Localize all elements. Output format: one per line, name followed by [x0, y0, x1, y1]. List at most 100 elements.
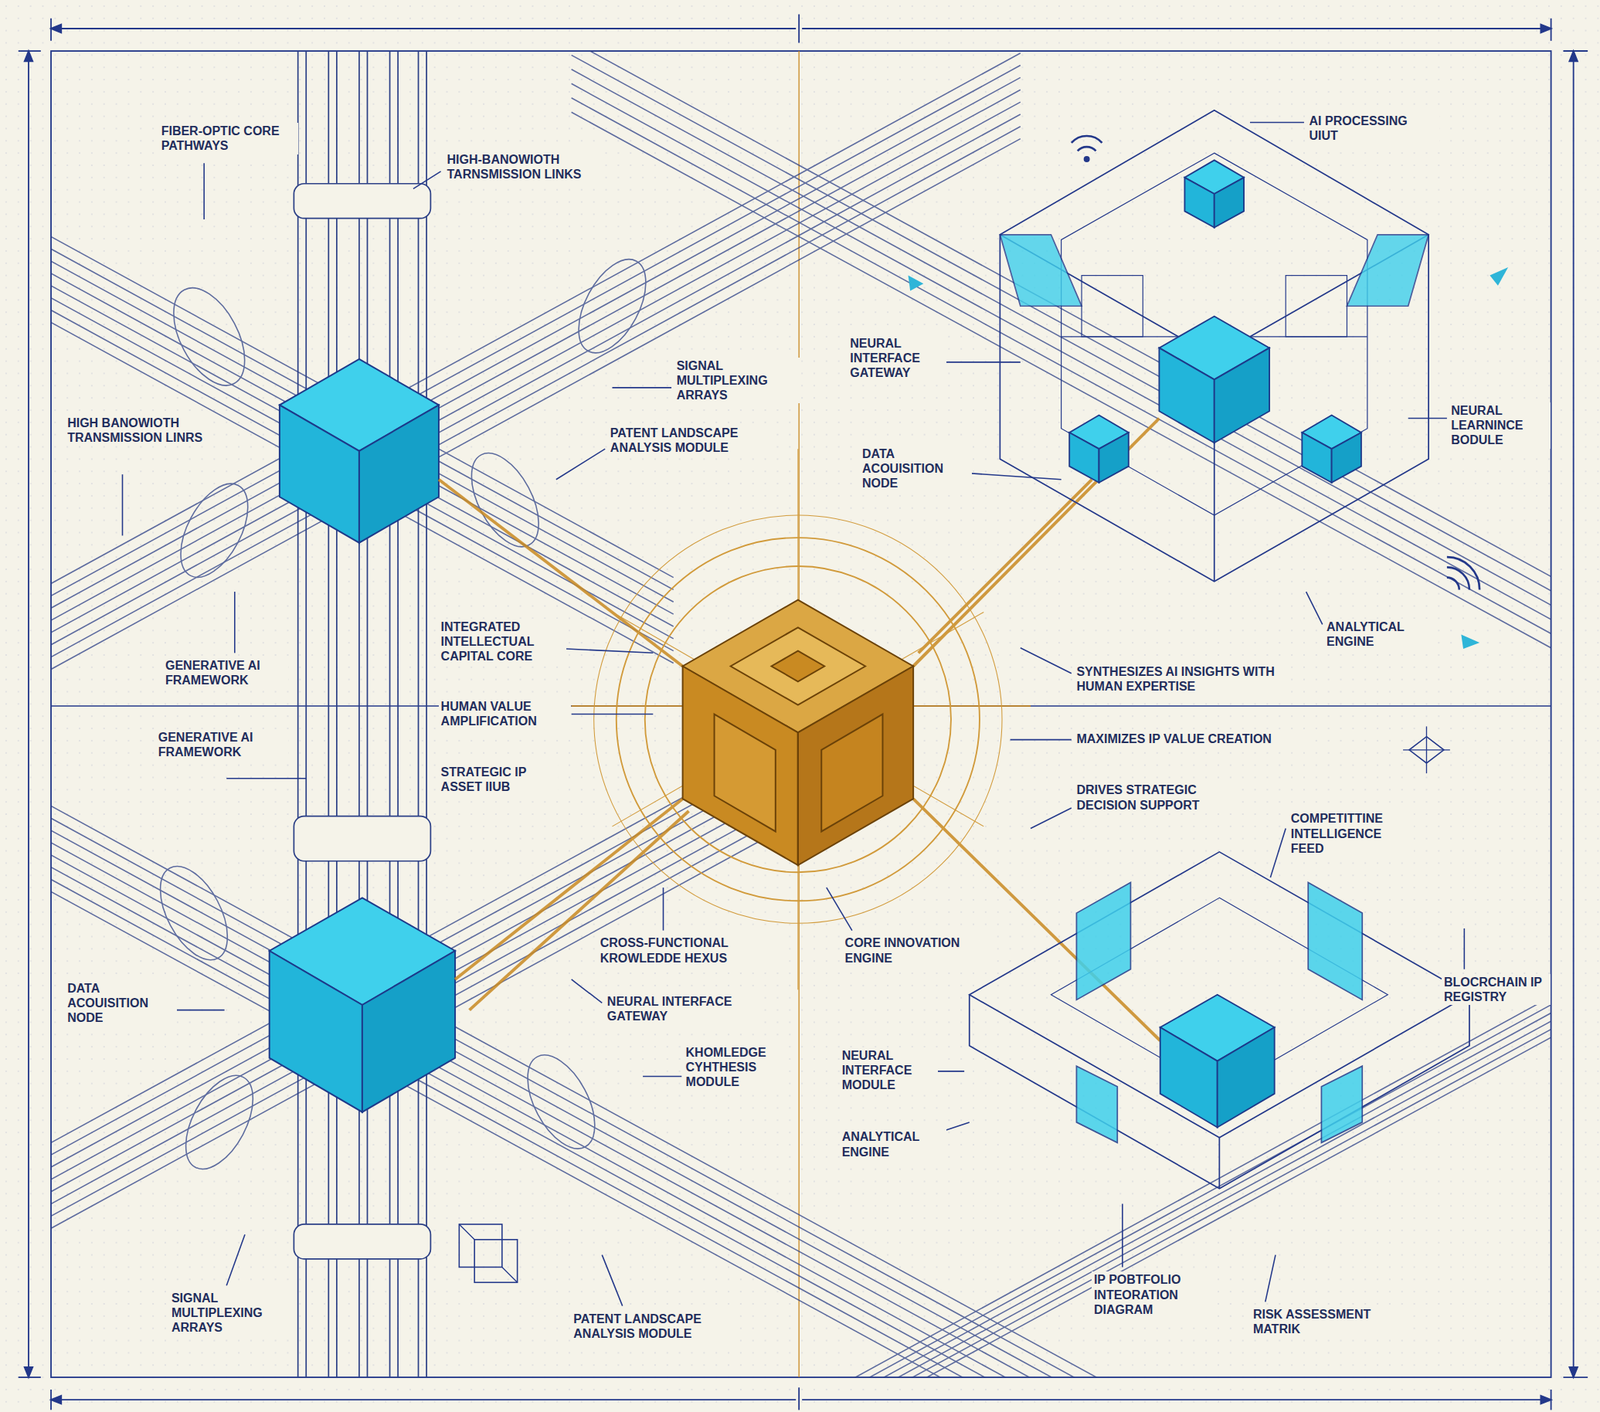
ai-processing-unit-part	[1081, 275, 1143, 337]
callout-label: HUMAN VALUE AMPLIFICATION	[438, 698, 571, 730]
fiber-bundles-part	[50, 53, 1021, 585]
processor-cube-part	[1301, 432, 1332, 483]
leader-lines-part	[1020, 648, 1072, 674]
data-node-cube-part	[362, 951, 456, 1113]
processor-cube-part	[1184, 177, 1214, 228]
callout-label: ANALYTICAL ENGINE	[1324, 618, 1431, 650]
fiber-bundles-part	[879, 1010, 1552, 1378]
frame-and-dimensions-part	[18, 50, 41, 52]
ai-processing-unit	[999, 110, 1429, 582]
fiber-bundles-part	[146, 856, 242, 972]
vertical-conduits-part	[417, 50, 420, 1378]
ip-registry-platform-part	[1076, 1066, 1118, 1143]
ip-registry-platform-part	[969, 852, 1470, 1139]
processor-cube	[1069, 159, 1362, 483]
ai-processing-unit-part	[999, 110, 1429, 582]
callout-label: SIGNAL MULTIPLEXING ARRAYS	[169, 1290, 296, 1337]
fiber-bundles-part	[50, 236, 674, 578]
processor-cube-part	[1069, 432, 1099, 483]
ai-processing-unit-part	[1346, 234, 1429, 306]
icons-part	[908, 275, 924, 292]
core-cube-part	[797, 732, 799, 866]
fiber-bundles-part	[50, 77, 1021, 609]
callout-label: STRATEGIC IP ASSET IIUB	[438, 764, 558, 795]
core-cube	[682, 600, 914, 866]
callout-label: NEURAL INTERFACE MODULE	[839, 1047, 939, 1094]
processor-cube-part	[1158, 347, 1214, 443]
fiber-bundles-part	[513, 1044, 609, 1160]
fiber-bundles-part	[908, 1026, 1552, 1378]
core-cube-part	[771, 651, 826, 683]
fiber-bundles-part	[159, 276, 260, 398]
fiber-bundles-part	[50, 285, 674, 627]
vertical-conduits-part	[336, 50, 338, 1378]
leader-lines-part	[226, 1234, 245, 1286]
fiber-bundles-part	[571, 98, 1552, 646]
leader-lines-part	[938, 361, 1021, 364]
fiber-bundles-part	[50, 808, 776, 1204]
frame-and-dimensions-part	[24, 1367, 34, 1378]
core-cube-part	[714, 714, 776, 833]
fiber-bundles-part	[50, 879, 1021, 1379]
data-node-cube-part	[269, 951, 363, 1113]
callout-label: RISK ASSESSMENT MATRIK	[1250, 1306, 1404, 1338]
ip-registry-platform	[969, 852, 1470, 1189]
core-orbit-rings	[594, 448, 1003, 990]
leader-lines-part	[826, 887, 853, 931]
leader-lines-part	[234, 591, 236, 653]
frame-and-dimensions-part	[24, 50, 34, 62]
frame-and-dimensions-part	[798, 1387, 800, 1410]
icons-part	[1447, 567, 1470, 590]
processor-cube-part	[1214, 177, 1244, 228]
icons-part	[1077, 146, 1097, 151]
frame-and-dimensions-part	[50, 27, 796, 30]
fiber-bundles-part	[836, 985, 1552, 1378]
fiber-bundles-part	[50, 832, 776, 1229]
callout-label: NEURAL LEARNINCE BODULE	[1448, 402, 1550, 449]
frame-and-dimensions-part	[1562, 50, 1588, 52]
vertical-conduits-part	[366, 50, 369, 1378]
fiber-bundles-part	[50, 65, 1021, 597]
vertical-conduits-part	[397, 50, 399, 1378]
core-links-part	[913, 798, 1161, 1041]
registry-cube-part	[1217, 1027, 1275, 1128]
frame-and-dimensions-part	[1569, 1367, 1578, 1378]
leader-lines-part	[601, 1255, 622, 1307]
fiber-bundles-part	[571, 69, 1552, 617]
frame-and-dimensions-part	[1572, 50, 1575, 1378]
fiber-bundles-part	[50, 795, 776, 1192]
leader-lines-part	[1250, 122, 1305, 124]
leader-lines-part	[226, 777, 306, 780]
frame-and-dimensions-part	[27, 50, 30, 1378]
callout-label: INTEGRATED INTELLECTUAL CAPITAL CORE	[438, 618, 564, 666]
fiber-bundles-part	[571, 54, 1552, 602]
icons-part	[458, 1224, 475, 1240]
leader-lines-part	[662, 887, 665, 931]
leader-lines-part	[642, 1076, 682, 1078]
fiber-bundles-part	[50, 322, 674, 663]
icons-part	[1071, 135, 1103, 143]
core-cube-part	[730, 627, 866, 705]
fiber-bundles-part	[571, 50, 1552, 588]
fiber-bundles-part	[50, 310, 674, 652]
vertical-conduits-part	[293, 816, 431, 862]
frame-and-dimensions-part	[801, 1399, 1551, 1401]
fiber-bundles-part	[564, 248, 660, 364]
icons-part	[502, 1267, 518, 1283]
fiber-bundles-part	[50, 139, 1021, 670]
frame-and-dimensions-part	[50, 1399, 796, 1401]
leader-lines-part	[556, 448, 605, 480]
frame-and-dimensions-part	[1540, 1396, 1551, 1405]
callout-label: AI PROCESSING UIUT	[1307, 112, 1440, 144]
callout-label: COMPETITTINE INTELLIGENCE FEED	[1288, 810, 1414, 857]
data-node-cube-part	[359, 404, 439, 543]
core-cube-part	[682, 665, 799, 866]
leader-lines-part	[1265, 1255, 1276, 1303]
callout-label: IP POBTFOLIO INTEORATION DIAGRAM	[1091, 1271, 1214, 1319]
core-links-part	[918, 479, 1093, 654]
fiber-bundles-part	[571, 83, 1552, 631]
